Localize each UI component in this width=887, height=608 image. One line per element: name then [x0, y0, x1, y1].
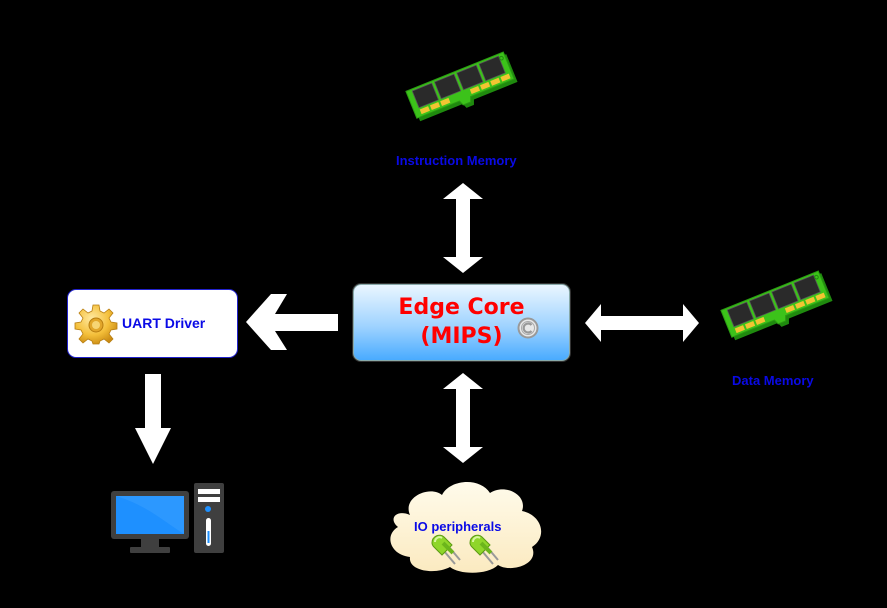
led-icon: [469, 534, 499, 565]
core-uart-arrow: [246, 294, 338, 350]
uart-driver-label: UART Driver: [122, 315, 206, 331]
data-memory-icon: [720, 270, 833, 341]
core-instruction-memory-arrow: [443, 183, 483, 273]
uart-driver-box: UART Driver: [67, 289, 238, 358]
edge-core-title: Edge Core: [398, 295, 525, 320]
uart-computer-arrow: [135, 374, 171, 464]
instruction-memory-icon: [405, 51, 518, 122]
copyright-icon: [517, 317, 539, 339]
data-memory-label: Data Memory: [732, 373, 814, 388]
gear-icon: [74, 304, 118, 345]
desktop-computer-icon: [111, 483, 224, 553]
io-peripherals-cloud: [390, 481, 542, 573]
edge-core-box: Edge Core (MIPS): [353, 284, 570, 361]
core-data-memory-arrow: [585, 304, 699, 342]
io-peripherals-label: IO peripherals: [414, 519, 502, 534]
core-io-arrow: [443, 373, 483, 463]
led-icon: [431, 534, 461, 565]
instruction-memory-label: Instruction Memory: [396, 153, 517, 168]
edge-core-subtitle: (MIPS): [420, 324, 503, 349]
